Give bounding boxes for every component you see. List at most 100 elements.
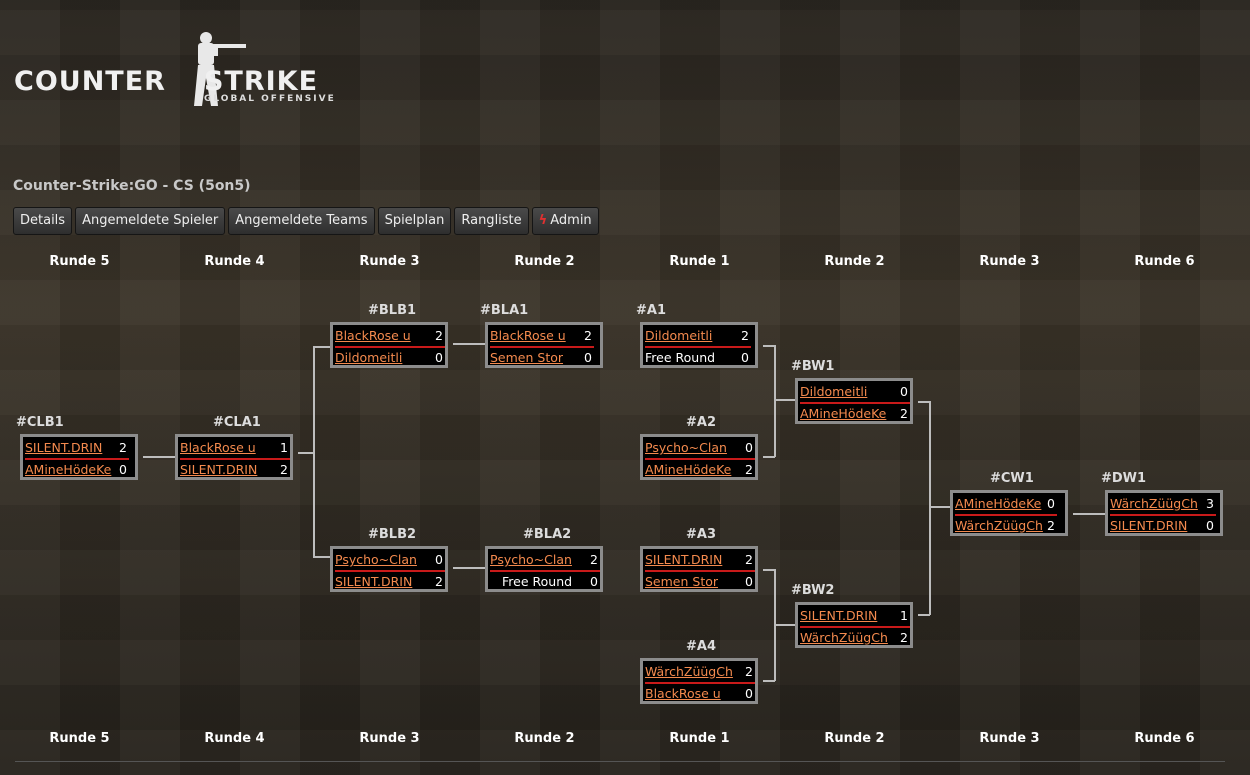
score-separator	[490, 570, 600, 572]
team-link[interactable]: BlackRose u	[335, 328, 411, 343]
round-header-bottom-2: Runde 4	[204, 731, 265, 746]
score-separator	[180, 458, 290, 460]
team-link[interactable]: AMineHödeKe	[800, 406, 887, 421]
team-link[interactable]: BlackRose u	[645, 686, 721, 701]
team-link[interactable]: SILENT.DRIN	[645, 552, 723, 567]
team-score: 0	[1047, 496, 1055, 511]
score-separator	[800, 626, 910, 628]
match-id-label: #BW1	[791, 359, 835, 374]
bracket-connector	[298, 452, 314, 454]
team-link: Free Round	[502, 574, 573, 589]
round-header-top-5: Runde 1	[669, 254, 730, 269]
team-link[interactable]: WärchZüügCh	[800, 630, 888, 645]
nav-schedule-button[interactable]: Spielplan	[377, 207, 452, 235]
team-link[interactable]: SILENT.DRIN	[25, 440, 103, 455]
match-id-label: #DW1	[1101, 471, 1147, 486]
team-link[interactable]: AMineHödeKe	[25, 462, 112, 477]
round-header-bottom-1: Runde 5	[49, 731, 110, 746]
team-link[interactable]: WärchZüügCh	[955, 518, 1043, 533]
bracket-connector	[763, 569, 775, 571]
score-separator	[645, 570, 755, 572]
team-score: 2	[900, 630, 908, 645]
tournament-nav: Details Angemeldete Spieler Angemeldete …	[13, 207, 599, 235]
team-link[interactable]: BlackRose u	[180, 440, 256, 455]
bracket-connector	[763, 680, 775, 682]
nav-teams-button[interactable]: Angemeldete Teams	[228, 207, 375, 235]
team-link[interactable]: Dildomeitli	[800, 384, 868, 399]
team-link[interactable]: Semen Stor	[645, 574, 719, 589]
team-link[interactable]: BlackRose u	[490, 328, 566, 343]
score-separator	[335, 570, 445, 572]
match-id-label: #CLB1	[16, 415, 64, 430]
team-link[interactable]: SILENT.DRIN	[1110, 518, 1188, 533]
nav-players-button[interactable]: Angemeldete Spieler	[75, 207, 226, 235]
bracket-connector	[774, 624, 795, 626]
team-link[interactable]: WärchZüügCh	[1110, 496, 1198, 511]
bracket-connector	[313, 346, 330, 348]
bracket-connector	[918, 401, 930, 403]
bracket-connector	[929, 506, 950, 508]
team-link[interactable]: Psycho~Clan	[335, 552, 417, 567]
round-header-top-1: Runde 5	[49, 254, 110, 269]
match-id-label: #BLB2	[368, 527, 417, 542]
round-header-top-8: Runde 6	[1134, 254, 1195, 269]
team-link[interactable]: AMineHödeKe	[645, 462, 732, 477]
nav-details-button[interactable]: Details	[13, 207, 73, 235]
score-separator	[1110, 514, 1216, 516]
team-score: 2	[900, 406, 908, 421]
logo-word-strike: STRIKE	[203, 66, 319, 97]
team-score: 2	[745, 552, 753, 567]
round-header-bottom-8: Runde 6	[1134, 731, 1195, 746]
team-score: 3	[1206, 496, 1214, 511]
round-header-top-6: Runde 2	[824, 254, 885, 269]
nav-ranking-button[interactable]: Rangliste	[454, 207, 529, 235]
team-score: 2	[435, 328, 443, 343]
team-link[interactable]: Dildomeitli	[645, 328, 713, 343]
match-id-label: #BLA1	[480, 303, 529, 318]
team-link[interactable]: Dildomeitli	[335, 350, 403, 365]
team-link[interactable]: Psycho~Clan	[490, 552, 572, 567]
match-id-label: #BLA2	[523, 527, 572, 542]
round-header-bottom-3: Runde 3	[359, 731, 420, 746]
score-separator	[645, 458, 755, 460]
match-id-label: #BLB1	[368, 303, 417, 318]
team-score: 0	[741, 350, 749, 365]
team-score: 0	[745, 440, 753, 455]
team-link[interactable]: AMineHödeKe	[955, 496, 1042, 511]
team-link[interactable]: Psycho~Clan	[645, 440, 727, 455]
team-score: 2	[119, 440, 127, 455]
team-score: 0	[590, 574, 598, 589]
team-link[interactable]: Semen Stor	[490, 350, 564, 365]
score-separator	[800, 402, 910, 404]
bracket-connector	[918, 614, 930, 616]
team-link[interactable]: SILENT.DRIN	[180, 462, 258, 477]
bracket-connector	[313, 556, 330, 558]
match-id-label: #A4	[686, 639, 716, 654]
round-header-top-2: Runde 4	[204, 254, 265, 269]
score-separator	[955, 514, 1057, 516]
team-score: 2	[745, 462, 753, 477]
team-link[interactable]: SILENT.DRIN	[335, 574, 413, 589]
round-header-top-4: Runde 2	[514, 254, 575, 269]
team-score: 0	[900, 384, 908, 399]
team-score: 1	[900, 608, 908, 623]
team-score: 2	[745, 664, 753, 679]
match-id-label: #CLA1	[213, 415, 261, 430]
team-score: 0	[745, 574, 753, 589]
team-link[interactable]: WärchZüügCh	[645, 664, 733, 679]
team-link[interactable]: SILENT.DRIN	[800, 608, 878, 623]
